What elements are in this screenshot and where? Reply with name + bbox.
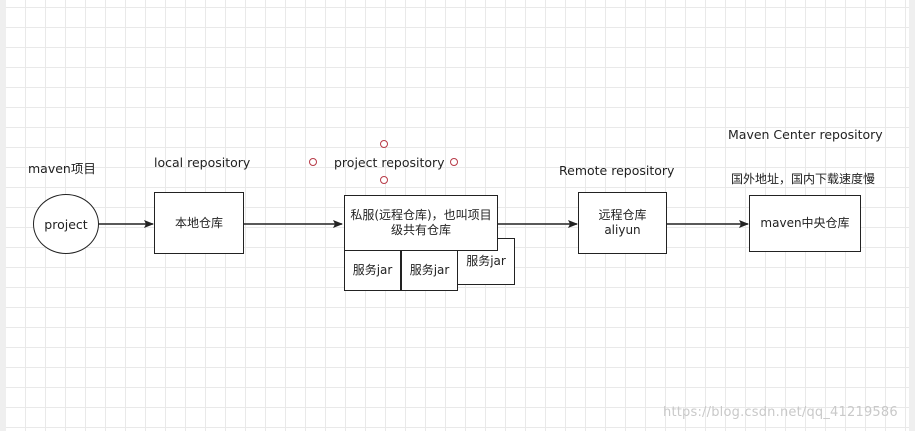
central-label: maven中央仓库: [760, 216, 850, 230]
private-label-line2: 级共有仓库: [390, 223, 451, 237]
label-remote-repository: Remote repository: [559, 163, 675, 178]
node-local-repository[interactable]: 本地仓库: [154, 192, 244, 254]
canvas-left-edge: [0, 0, 6, 431]
canvas-right-edge: [909, 0, 915, 431]
node-maven-central[interactable]: maven中央仓库: [749, 195, 861, 252]
label-local-repository: local repository: [154, 155, 251, 170]
selection-handle-top[interactable]: [380, 140, 388, 148]
label-project-repository[interactable]: project repository: [334, 155, 445, 170]
node-local-label: 本地仓库: [174, 215, 223, 230]
node-project[interactable]: project: [33, 194, 99, 254]
node-project-label: project: [44, 216, 88, 232]
watermark: https://blog.csdn.net/qq_41219586: [663, 405, 898, 420]
jar-2-label: 服务jar: [409, 262, 450, 277]
label-maven-project: maven项目: [28, 161, 96, 176]
jar-3-label: 服务jar: [466, 254, 506, 268]
selection-handle-left[interactable]: [309, 158, 317, 166]
aliyun-label-line2: aliyun: [604, 223, 641, 237]
jar-1-label: 服务jar: [352, 262, 393, 277]
aliyun-label-line1: 远程仓库: [598, 208, 647, 222]
label-maven-center-repository: Maven Center repository: [728, 127, 883, 142]
node-service-jar-1[interactable]: 服务jar: [344, 249, 401, 291]
selection-handle-right[interactable]: [450, 158, 458, 166]
node-remote-aliyun[interactable]: 远程仓库 aliyun: [578, 192, 667, 254]
selection-handle-bottom[interactable]: [380, 176, 388, 184]
private-label-line1: 私服(远程仓库)，也叫项目: [350, 208, 492, 222]
node-private-server[interactable]: 私服(远程仓库)，也叫项目 级共有仓库: [344, 195, 498, 251]
node-service-jar-2[interactable]: 服务jar: [401, 249, 458, 291]
label-maven-center-note: 国外地址，国内下载速度慢: [731, 172, 876, 186]
